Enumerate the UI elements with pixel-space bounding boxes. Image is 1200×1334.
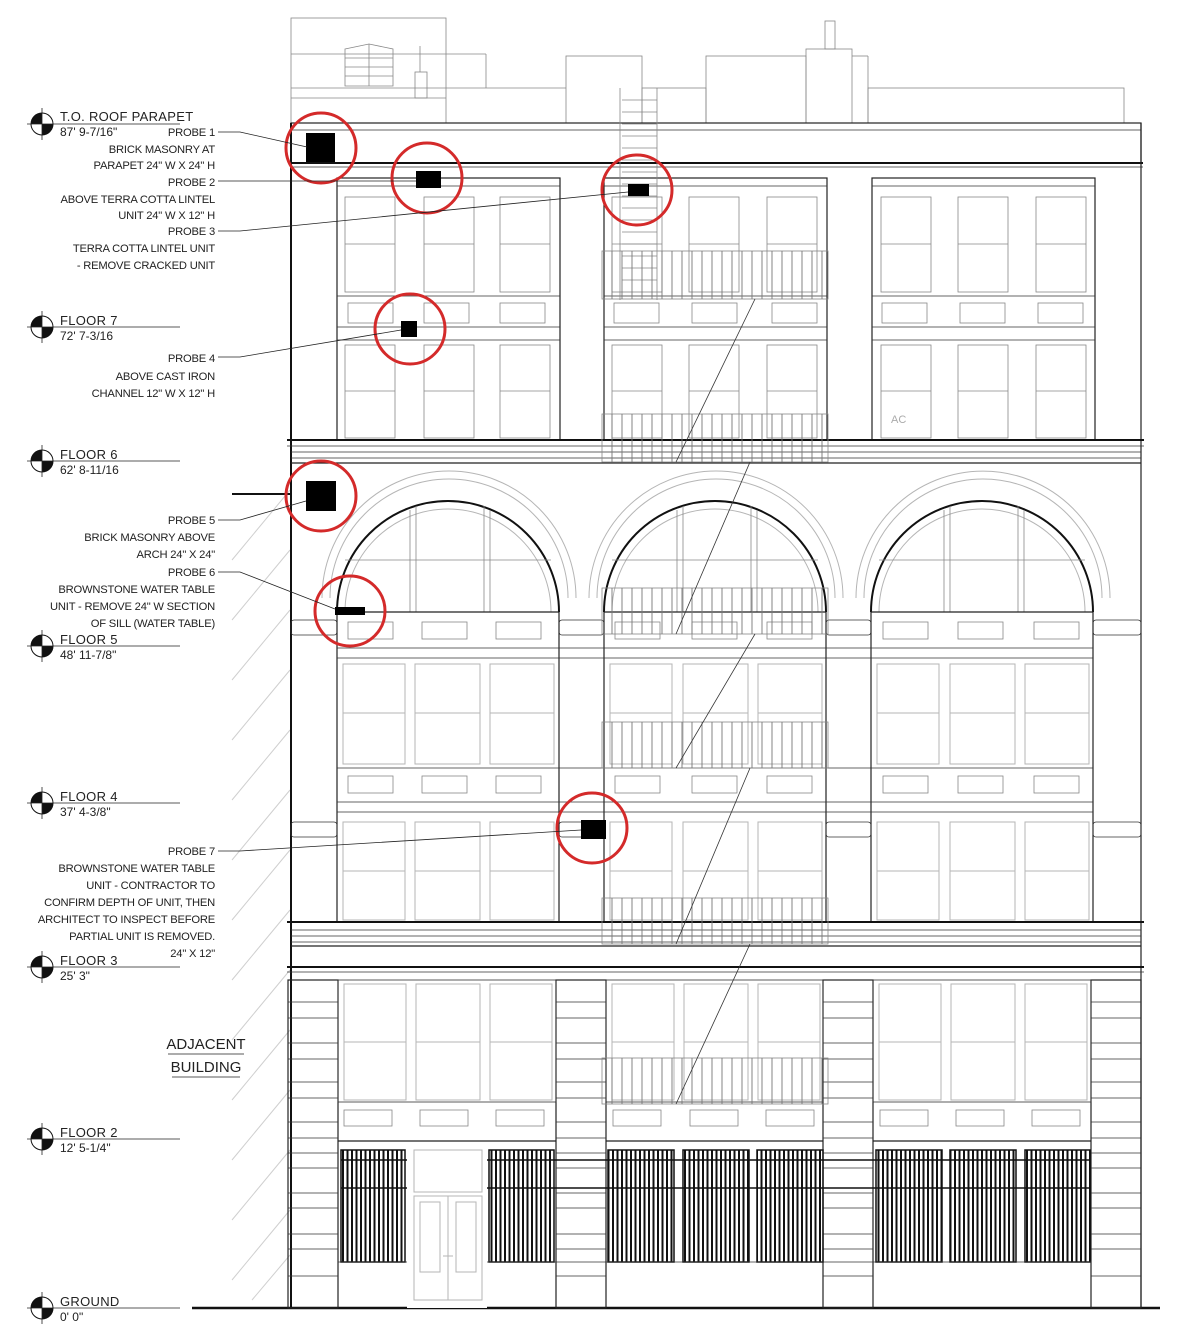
svg-text:12' 5-1/4": 12' 5-1/4" bbox=[60, 1141, 111, 1155]
probe-1-note: PROBE 1 BRICK MASONRY AT PARAPET 24" W X… bbox=[94, 127, 216, 172]
building-facade: AC bbox=[192, 122, 1160, 1310]
probe-7-marker[interactable] bbox=[555, 791, 629, 865]
probe-2-note: PROBE 2 ABOVE TERRA COTTA LINTEL UNIT 24… bbox=[60, 177, 215, 222]
probe-2-marker[interactable] bbox=[390, 141, 464, 215]
svg-text:ARCHITECT TO INSPECT BEFORE: ARCHITECT TO INSPECT BEFORE bbox=[38, 914, 215, 926]
leader-lines bbox=[218, 131, 629, 852]
svg-text:UNIT - REMOVE 24" W SECTION: UNIT - REMOVE 24" W SECTION bbox=[50, 601, 215, 613]
svg-text:PROBE 7: PROBE 7 bbox=[168, 846, 215, 858]
svg-text:BRICK MASONRY ABOVE: BRICK MASONRY ABOVE bbox=[84, 532, 215, 544]
windows-floor-4 bbox=[342, 821, 1090, 921]
svg-text:- REMOVE CRACKED UNIT: - REMOVE CRACKED UNIT bbox=[77, 260, 216, 272]
svg-text:PARAPET 24" W X 24" H: PARAPET 24" W X 24" H bbox=[94, 160, 216, 172]
cornice-floor-6 bbox=[287, 439, 1144, 464]
probe-6-marker[interactable] bbox=[313, 574, 387, 648]
svg-text:25' 3": 25' 3" bbox=[60, 969, 90, 983]
level-floor-4: FLOOR 4 37' 4-3/8" bbox=[27, 787, 180, 819]
spandrel-floor-7 bbox=[337, 295, 1095, 341]
piers bbox=[290, 612, 1142, 922]
svg-text:24" X 12": 24" X 12" bbox=[170, 948, 215, 960]
probe-6-note: PROBE 6 BROWNSTONE WATER TABLE UNIT - RE… bbox=[50, 567, 216, 630]
svg-text:FLOOR 6: FLOOR 6 bbox=[60, 447, 118, 462]
level-floor-6: FLOOR 6 62' 8-11/16 bbox=[27, 445, 180, 477]
probe-3-marker[interactable] bbox=[600, 153, 674, 227]
svg-text:BROWNSTONE WATER TABLE: BROWNSTONE WATER TABLE bbox=[58, 863, 215, 875]
windows-floor-7 bbox=[344, 344, 1087, 439]
probe-4-note: PROBE 4 ABOVE CAST IRON CHANNEL 12" W X … bbox=[92, 353, 216, 400]
probe-1-marker[interactable] bbox=[284, 111, 358, 185]
svg-text:PARTIAL UNIT IS REMOVED.: PARTIAL UNIT IS REMOVED. bbox=[69, 931, 215, 943]
svg-text:PROBE 2: PROBE 2 bbox=[168, 177, 215, 189]
probe-3-note: PROBE 3 TERRA COTTA LINTEL UNIT - REMOVE… bbox=[73, 226, 216, 272]
svg-text:PROBE 4: PROBE 4 bbox=[168, 353, 215, 365]
svg-text:CHANNEL 12" W X 12" H: CHANNEL 12" W X 12" H bbox=[92, 388, 215, 400]
level-ground: GROUND 0' 0" bbox=[27, 1292, 180, 1324]
svg-text:ABOVE TERRA COTTA LINTEL: ABOVE TERRA COTTA LINTEL bbox=[60, 194, 215, 206]
window-tag-ac: AC bbox=[891, 414, 906, 426]
svg-text:BUILDING: BUILDING bbox=[171, 1059, 242, 1076]
svg-text:37' 4-3/8": 37' 4-3/8" bbox=[60, 805, 111, 819]
svg-text:FLOOR 4: FLOOR 4 bbox=[60, 789, 118, 804]
svg-text:ADJACENT: ADJACENT bbox=[166, 1036, 245, 1053]
level-floor-5: FLOOR 5 48' 11-7/8" bbox=[27, 630, 180, 662]
svg-text:PROBE 6: PROBE 6 bbox=[168, 567, 215, 579]
water-table-floor-5 bbox=[290, 611, 1142, 636]
svg-text:FLOOR 5: FLOOR 5 bbox=[60, 632, 118, 647]
svg-text:PROBE 3: PROBE 3 bbox=[168, 226, 215, 238]
windows-floor-8 bbox=[344, 196, 1087, 293]
windows-floor-5 bbox=[342, 663, 1090, 765]
svg-text:BROWNSTONE WATER TABLE: BROWNSTONE WATER TABLE bbox=[58, 584, 215, 596]
svg-text:T.O. ROOF PARAPET: T.O. ROOF PARAPET bbox=[60, 109, 193, 124]
svg-text:0' 0": 0' 0" bbox=[60, 1310, 83, 1324]
svg-text:OF SILL (WATER TABLE): OF SILL (WATER TABLE) bbox=[91, 618, 216, 630]
svg-text:GROUND: GROUND bbox=[60, 1294, 120, 1309]
svg-text:62' 8-11/16: 62' 8-11/16 bbox=[60, 463, 119, 477]
svg-text:PROBE 5: PROBE 5 bbox=[168, 515, 215, 527]
fire-escape bbox=[601, 88, 829, 1105]
svg-text:48' 11-7/8": 48' 11-7/8" bbox=[60, 648, 116, 662]
rusticated-piers bbox=[287, 979, 1142, 1309]
rooftop-structures bbox=[290, 17, 1125, 124]
svg-text:72' 7-3/16: 72' 7-3/16 bbox=[60, 329, 113, 343]
level-markers: T.O. ROOF PARAPET 87' 9-7/16" FLOOR 7 72… bbox=[27, 108, 193, 1324]
svg-text:TERRA COTTA LINTEL UNIT: TERRA COTTA LINTEL UNIT bbox=[73, 243, 215, 255]
level-floor-7: FLOOR 7 72' 7-3/16 bbox=[27, 311, 180, 343]
svg-text:FLOOR 3: FLOOR 3 bbox=[60, 953, 118, 968]
level-roof-parapet: T.O. ROOF PARAPET 87' 9-7/16" bbox=[27, 108, 193, 140]
adjacent-building-label: ADJACENT BUILDING bbox=[166, 1036, 246, 1078]
adjacent-building-hatch bbox=[231, 489, 291, 1301]
probe-notes: PROBE 1 BRICK MASONRY AT PARAPET 24" W X… bbox=[38, 127, 216, 960]
svg-text:87' 9-7/16": 87' 9-7/16" bbox=[60, 125, 117, 139]
svg-text:ABOVE CAST IRON: ABOVE CAST IRON bbox=[116, 371, 215, 383]
level-floor-2: FLOOR 2 12' 5-1/4" bbox=[27, 1123, 180, 1155]
probe-5-note: PROBE 5 BRICK MASONRY ABOVE ARCH 24" X 2… bbox=[84, 515, 215, 561]
windows-floor-2 bbox=[337, 979, 1092, 1142]
svg-text:CONFIRM DEPTH OF UNIT, THEN: CONFIRM DEPTH OF UNIT, THEN bbox=[44, 897, 215, 909]
probe-5-marker[interactable] bbox=[284, 459, 358, 533]
svg-text:BRICK MASONRY AT: BRICK MASONRY AT bbox=[109, 144, 216, 156]
arched-windows-floor-6 bbox=[321, 470, 1111, 613]
probe-4-marker[interactable] bbox=[373, 292, 447, 366]
cornice-floor-3 bbox=[287, 921, 1144, 973]
svg-text:PROBE 1: PROBE 1 bbox=[168, 127, 215, 139]
probe-markers bbox=[284, 111, 674, 865]
storefront-grilles bbox=[338, 1149, 1091, 1263]
spandrel-panels bbox=[337, 621, 1093, 813]
svg-text:ARCH 24" X 24": ARCH 24" X 24" bbox=[136, 549, 215, 561]
probe-7-note: PROBE 7 BROWNSTONE WATER TABLE UNIT - CO… bbox=[38, 846, 216, 960]
level-floor-3: FLOOR 3 25' 3" bbox=[27, 951, 180, 983]
svg-text:UNIT 24" W X 12" H: UNIT 24" W X 12" H bbox=[118, 210, 215, 222]
svg-text:FLOOR 7: FLOOR 7 bbox=[60, 313, 118, 328]
svg-text:FLOOR 2: FLOOR 2 bbox=[60, 1125, 118, 1140]
entry-door bbox=[407, 1148, 487, 1308]
svg-text:UNIT - CONTRACTOR TO: UNIT - CONTRACTOR TO bbox=[86, 880, 215, 892]
